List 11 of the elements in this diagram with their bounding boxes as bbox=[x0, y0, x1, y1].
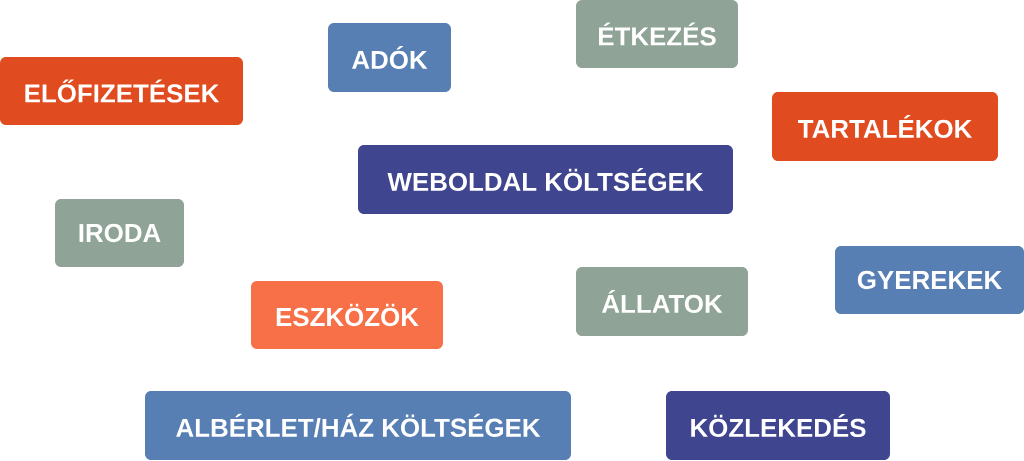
category-box: ÁLLATOK bbox=[576, 267, 748, 336]
category-box: ADÓK bbox=[328, 23, 451, 92]
category-box: KÖZLEKEDÉS bbox=[666, 391, 890, 460]
category-box: WEBOLDAL KÖLTSÉGEK bbox=[358, 145, 733, 214]
category-box: GYEREKEK bbox=[835, 246, 1024, 314]
category-box: ÉTKEZÉS bbox=[576, 0, 738, 68]
category-box: TARTALÉKOK bbox=[772, 92, 998, 161]
category-box: IRODA bbox=[55, 199, 184, 267]
category-box: ELŐFIZETÉSEK bbox=[0, 57, 243, 125]
category-box: ESZKÖZÖK bbox=[251, 281, 443, 349]
category-box: ALBÉRLET/HÁZ KÖLTSÉGEK bbox=[145, 391, 571, 460]
